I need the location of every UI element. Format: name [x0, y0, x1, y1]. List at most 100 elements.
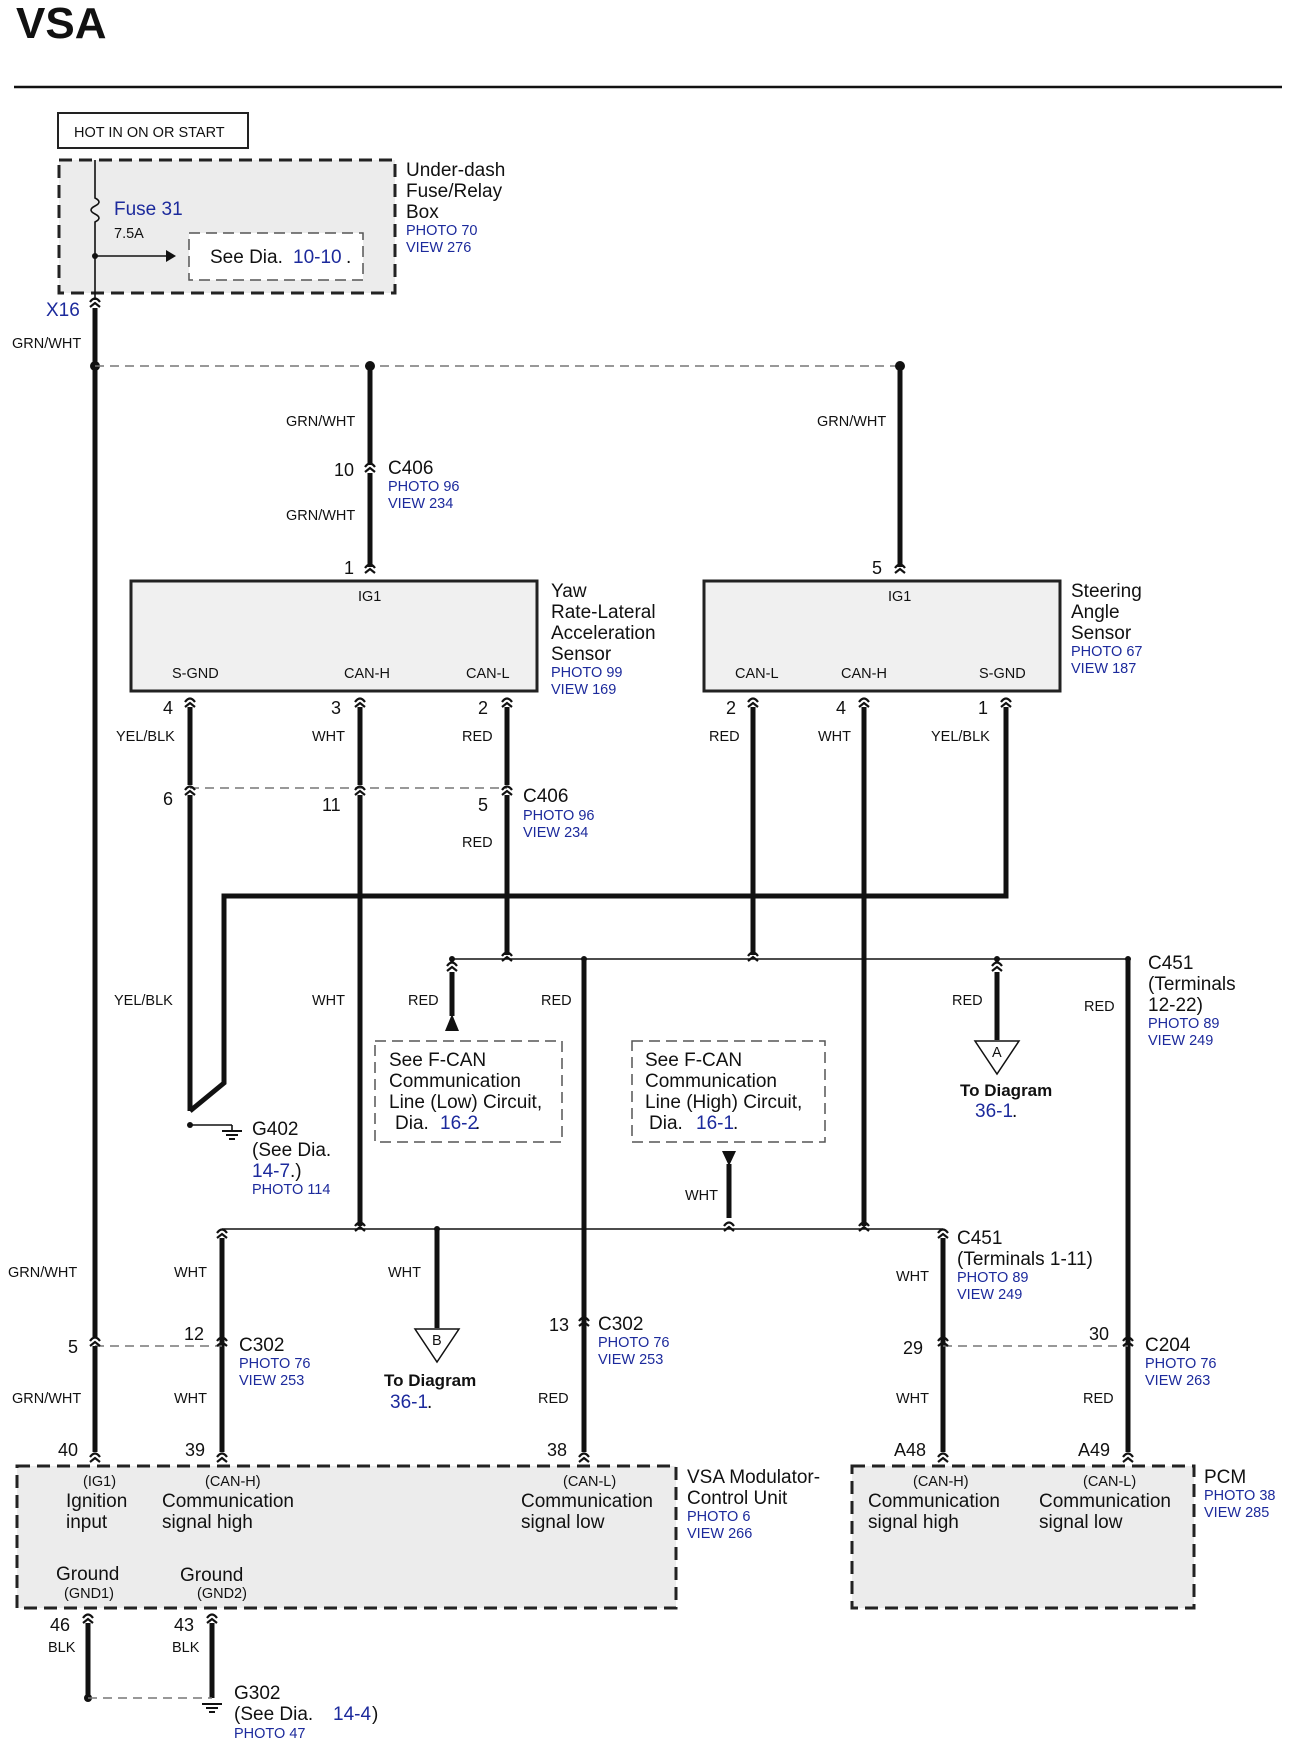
yaw-name-line-1: Yaw [551, 581, 587, 602]
steering-name-line-1: Steering [1071, 581, 1142, 602]
yaw-canl-label: CAN-L [466, 666, 510, 682]
pcm-canh-pin: A48 [894, 1440, 926, 1460]
vsa-view: VIEW 266 [687, 1526, 752, 1542]
fcan-low-box [374, 1040, 563, 1143]
yaw-name-line-3: Acceleration [551, 623, 656, 644]
splice-dot [449, 956, 455, 962]
pcm-box [850, 1464, 1196, 1610]
pcm-photo: PHOTO 38 [1204, 1488, 1275, 1504]
c302-left-view: VIEW 253 [239, 1373, 304, 1389]
wire-color-label: GRN/WHT [12, 336, 81, 352]
wire-color-label: WHT [896, 1269, 929, 1285]
fcan-low-ref: 16-2 [440, 1113, 478, 1134]
c406-mid-pin-a: 6 [163, 789, 173, 809]
see-dia-end: . [346, 247, 351, 268]
wire-color-label: RED [709, 729, 740, 745]
vsa-gnd2-tag: (GND2) [197, 1586, 247, 1602]
c406-top-pin: 10 [334, 460, 354, 480]
wire-color-label: WHT [685, 1188, 718, 1204]
yaw-ig1-pin: 1 [344, 558, 354, 578]
to-diagram-a-triangle-icon [973, 1040, 1021, 1076]
pcm-name: PCM [1204, 1467, 1246, 1488]
g302-photo: PHOTO 47 [234, 1726, 305, 1742]
vsa-canh-line-1: Communication [162, 1491, 294, 1512]
vsa-ig1-pin-symbol [88, 1452, 102, 1464]
c406-mid-pin-c: 5 [478, 795, 488, 815]
vsa-gnd1-tag: (GND1) [64, 1586, 114, 1602]
steering-name-line-3: Sensor [1071, 623, 1132, 644]
c451-lower-pin-symbol [215, 1228, 229, 1240]
wire-color-label: WHT [312, 729, 345, 745]
to-diagram-b-triangle-icon [413, 1328, 461, 1364]
splice-dot [994, 956, 1000, 962]
yaw-canh-label: CAN-H [344, 666, 390, 682]
g402-line-2: (See Dia. [252, 1140, 331, 1161]
c204-view: VIEW 263 [1145, 1373, 1210, 1389]
c451-upper-line-2: (Terminals [1148, 974, 1236, 995]
c302-left-photo: PHOTO 76 [239, 1356, 310, 1372]
wire-color-label: RED [541, 993, 572, 1009]
fcan-low-line-3: Line (Low) Circuit, [389, 1092, 542, 1113]
pcm-view: VIEW 285 [1204, 1505, 1269, 1521]
wire-color-label: RED [408, 993, 439, 1009]
fcan-low-line-2: Communication [389, 1071, 521, 1092]
vsa-photo: PHOTO 6 [687, 1509, 750, 1525]
fuse-rating: 7.5A [114, 226, 144, 242]
c406-top-view: VIEW 234 [388, 496, 453, 512]
vsa-canl-line-2: signal low [521, 1512, 605, 1533]
fcan-low-line-1: See F-CAN [389, 1050, 486, 1071]
steering-sensor-box [702, 579, 1062, 693]
wire-color-label: WHT [896, 1391, 929, 1407]
yaw-sgnd-pin-symbol [183, 697, 197, 709]
c302-left-pin-b: 12 [184, 1324, 204, 1344]
see-dia-text: See Dia. [210, 247, 283, 268]
vsa-name-line-1: VSA Modulator- [687, 1467, 820, 1488]
hot-label: HOT IN ON OR START [74, 125, 225, 141]
g402-photo: PHOTO 114 [252, 1182, 330, 1198]
yaw-sensor-box [129, 579, 539, 693]
c204-pin-b: 30 [1089, 1324, 1109, 1344]
fusebox-terminal: X16 [46, 300, 80, 321]
c406-top-photo: PHOTO 96 [388, 479, 459, 495]
yaw-view: VIEW 169 [551, 682, 616, 698]
steering-sgnd-label: S-GND [979, 666, 1026, 682]
fcan-high-box [631, 1040, 826, 1143]
c451-upper-view: VIEW 249 [1148, 1033, 1213, 1049]
yaw-ig1-label: IG1 [358, 589, 381, 605]
arrow-right-icon [166, 250, 176, 262]
g402-name: G402 [252, 1119, 298, 1140]
wire-color-label: RED [1083, 1391, 1114, 1407]
see-dia-box [188, 232, 364, 281]
fusebox-name-line-2: Fuse/Relay [406, 181, 503, 202]
hot-label-box [57, 112, 249, 149]
steering-sgnd-pin-symbol [999, 697, 1013, 709]
steering-canh-pin: 4 [836, 698, 846, 718]
c204-pin-a: 29 [903, 1338, 923, 1358]
pcm-canh-pin-symbol [936, 1452, 950, 1464]
pcm-canh-line-2: signal high [868, 1512, 959, 1533]
pcm-canl-pin-symbol [1121, 1452, 1135, 1464]
yaw-name-line-2: Rate-Lateral [551, 602, 656, 623]
fcan-high-line-1: See F-CAN [645, 1050, 742, 1071]
steering-ig1-pin: 5 [872, 558, 882, 578]
steering-ig1-label: IG1 [888, 589, 911, 605]
wire-color-label: RED [462, 729, 493, 745]
yaw-sgnd-pin: 4 [163, 698, 173, 718]
steering-photo: PHOTO 67 [1071, 644, 1142, 660]
vsa-ig1-tag: (IG1) [83, 1474, 116, 1490]
to-diagram-b-end: . [427, 1392, 432, 1413]
c302-left-pin-symbol [88, 1336, 102, 1348]
c451-upper-name: C451 [1148, 953, 1193, 974]
wire-yel-blk-steering-ground [188, 707, 1009, 1113]
vsa-gnd1-pin-symbol [81, 1613, 95, 1625]
to-diagram-a-end: . [1012, 1101, 1017, 1122]
vsa-gnd2-label: Ground [180, 1565, 243, 1586]
fusebox-name-line-3: Box [406, 202, 439, 223]
vsa-ig1-pin: 40 [58, 1440, 78, 1460]
wire-color-label: GRN/WHT [12, 1391, 81, 1407]
fcan-low-pin-symbol [445, 961, 459, 973]
yaw-name-line-4: Sensor [551, 644, 612, 665]
wire-color-label: RED [538, 1391, 569, 1407]
